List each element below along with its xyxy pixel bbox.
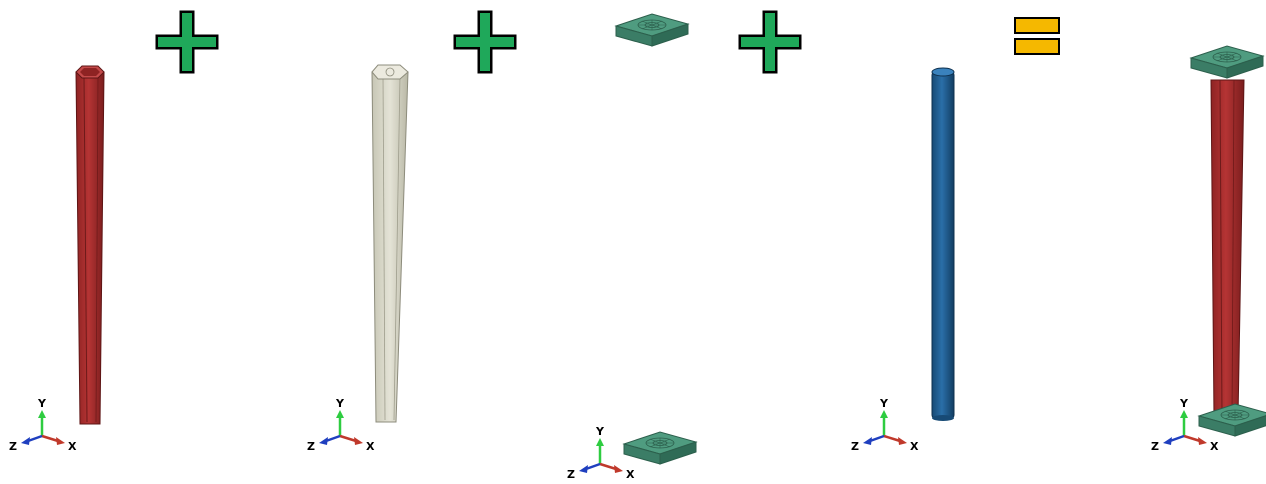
x-axis-head	[898, 437, 907, 445]
x-axis-head	[614, 465, 623, 473]
z-axis-head	[319, 437, 328, 445]
x-axis-label: X	[910, 440, 919, 453]
plus-operator-1	[155, 10, 219, 74]
z-axis-label: Z	[9, 440, 17, 453]
x-axis-arrow	[1183, 434, 1201, 443]
y-axis-head	[880, 410, 888, 418]
equals-operator	[1014, 17, 1060, 55]
x-axis-label: X	[1210, 440, 1219, 453]
y-axis-label: Y	[879, 397, 889, 410]
z-axis-arrow	[325, 434, 341, 443]
z-axis-label: Z	[307, 440, 315, 453]
x-axis-label: X	[68, 440, 77, 453]
axis-triad-4: Y X Z	[851, 397, 919, 453]
y-axis-head	[1180, 410, 1188, 418]
z-axis-head	[1163, 437, 1172, 445]
reinforcement-bar-part	[931, 67, 955, 421]
plus-operator-2	[453, 10, 517, 74]
z-axis-arrow	[1169, 434, 1185, 443]
z-axis-label: Z	[567, 468, 575, 481]
y-axis-label: Y	[335, 397, 345, 410]
z-axis-arrow	[869, 434, 885, 443]
z-axis-arrow	[27, 434, 43, 443]
x-axis-arrow	[599, 462, 617, 471]
top-end-plate	[615, 13, 689, 47]
axis-triad-2: Y X Z	[307, 397, 375, 453]
z-axis-head	[21, 437, 30, 445]
z-axis-label: Z	[851, 440, 859, 453]
x-axis-arrow	[41, 434, 59, 443]
y-axis-head	[38, 410, 46, 418]
x-axis-head	[354, 437, 363, 445]
plus-operator-3	[738, 10, 802, 74]
bottom-end-plate	[623, 431, 697, 465]
x-axis-head	[1198, 437, 1207, 445]
x-axis-head	[56, 437, 65, 445]
axis-triad-5: Y X Z	[1151, 397, 1219, 453]
x-axis-arrow	[883, 434, 901, 443]
y-axis-label: Y	[37, 397, 47, 410]
x-axis-label: X	[626, 468, 635, 481]
z-axis-label: Z	[1151, 440, 1159, 453]
y-axis-head	[336, 410, 344, 418]
y-axis-label: Y	[595, 425, 605, 438]
y-axis-head	[596, 438, 604, 446]
x-axis-arrow	[339, 434, 357, 443]
z-axis-head	[863, 437, 872, 445]
z-axis-arrow	[585, 462, 601, 471]
z-axis-head	[579, 465, 588, 473]
assembled-column-part	[1190, 45, 1266, 437]
steel-tube-part	[75, 65, 105, 425]
axis-triad-1: Y X Z	[9, 397, 77, 453]
x-axis-label: X	[366, 440, 375, 453]
axis-triad-3: Y X Z	[567, 425, 635, 481]
y-axis-label: Y	[1179, 397, 1189, 410]
concrete-core-part	[371, 64, 409, 423]
